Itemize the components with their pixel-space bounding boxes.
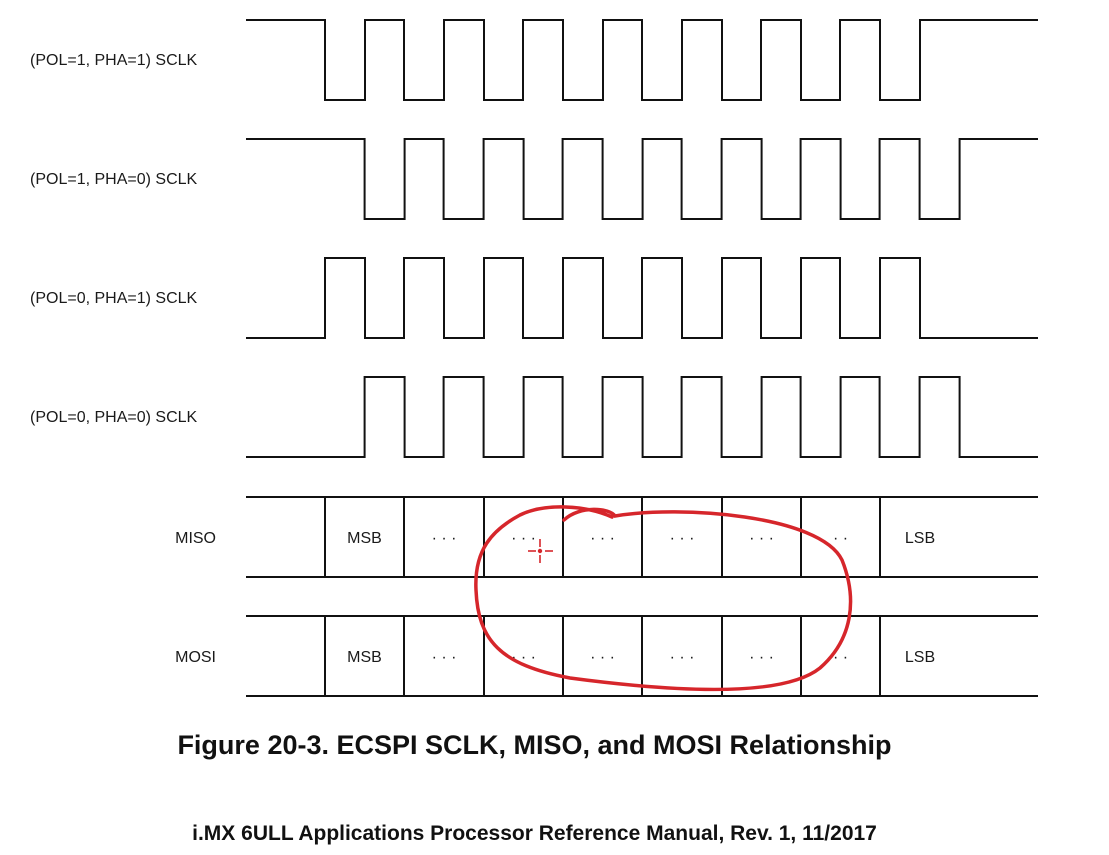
- figure-caption: Figure 20-3. ECSPI SCLK, MISO, and MOSI …: [177, 730, 892, 760]
- clock-row: (POL=0, PHA=1) SCLK: [30, 257, 1038, 339]
- bit-cell-label: MSB: [347, 530, 382, 547]
- bit-cell-label: · · ·: [590, 649, 615, 666]
- clock-waveform: [246, 138, 1038, 220]
- bit-cell-label: · · ·: [432, 649, 457, 666]
- bit-cell-label: · · ·: [590, 530, 615, 547]
- crosshair-icon: [528, 539, 553, 563]
- clock-row: (POL=0, PHA=0) SCLK: [30, 376, 1038, 458]
- bit-cell-label: · ·: [833, 649, 848, 666]
- clock-waveform: [246, 257, 1038, 339]
- bit-cell-label: MSB: [347, 649, 382, 666]
- clock-row: (POL=1, PHA=1) SCLK: [30, 19, 1038, 101]
- clock-waveform: [246, 19, 1038, 101]
- clock-label: (POL=0, PHA=1) SCLK: [30, 290, 198, 307]
- bus-label: MISO: [175, 530, 216, 547]
- clock-waveform: [246, 376, 1038, 458]
- bit-cell-label: LSB: [905, 649, 935, 666]
- bit-cell-label: · · ·: [670, 530, 695, 547]
- document-footer: i.MX 6ULL Applications Processor Referen…: [192, 822, 877, 845]
- bus-label: MOSI: [175, 649, 216, 666]
- bit-cell-label: · · ·: [749, 530, 774, 547]
- bit-cell-label: · · ·: [670, 649, 695, 666]
- bit-cell-label: · · ·: [432, 530, 457, 547]
- clock-waveforms: (POL=1, PHA=1) SCLK (POL=1, PHA=0) SCLK (P…: [30, 19, 1038, 458]
- red-annotation-loop: [474, 505, 853, 692]
- clock-label: (POL=0, PHA=0) SCLK: [30, 409, 198, 426]
- bit-cell-label: · ·: [833, 530, 848, 547]
- clock-row: (POL=1, PHA=0) SCLK: [30, 138, 1038, 220]
- bit-cell-label: · · ·: [749, 649, 774, 666]
- crosshair-center: [537, 548, 543, 554]
- bus-row: MISO MSB · · · · · · · · · · · · · · · · · LSB: [175, 496, 1038, 578]
- bit-cell-label: · · ·: [511, 530, 536, 547]
- clock-label: (POL=1, PHA=0) SCLK: [30, 171, 198, 188]
- data-buses: MISO MSB · · · · · · · · · · · · · · · · · LSB MO…: [175, 496, 1038, 697]
- clock-label: (POL=1, PHA=1) SCLK: [30, 52, 198, 69]
- bit-cell-label: LSB: [905, 530, 935, 547]
